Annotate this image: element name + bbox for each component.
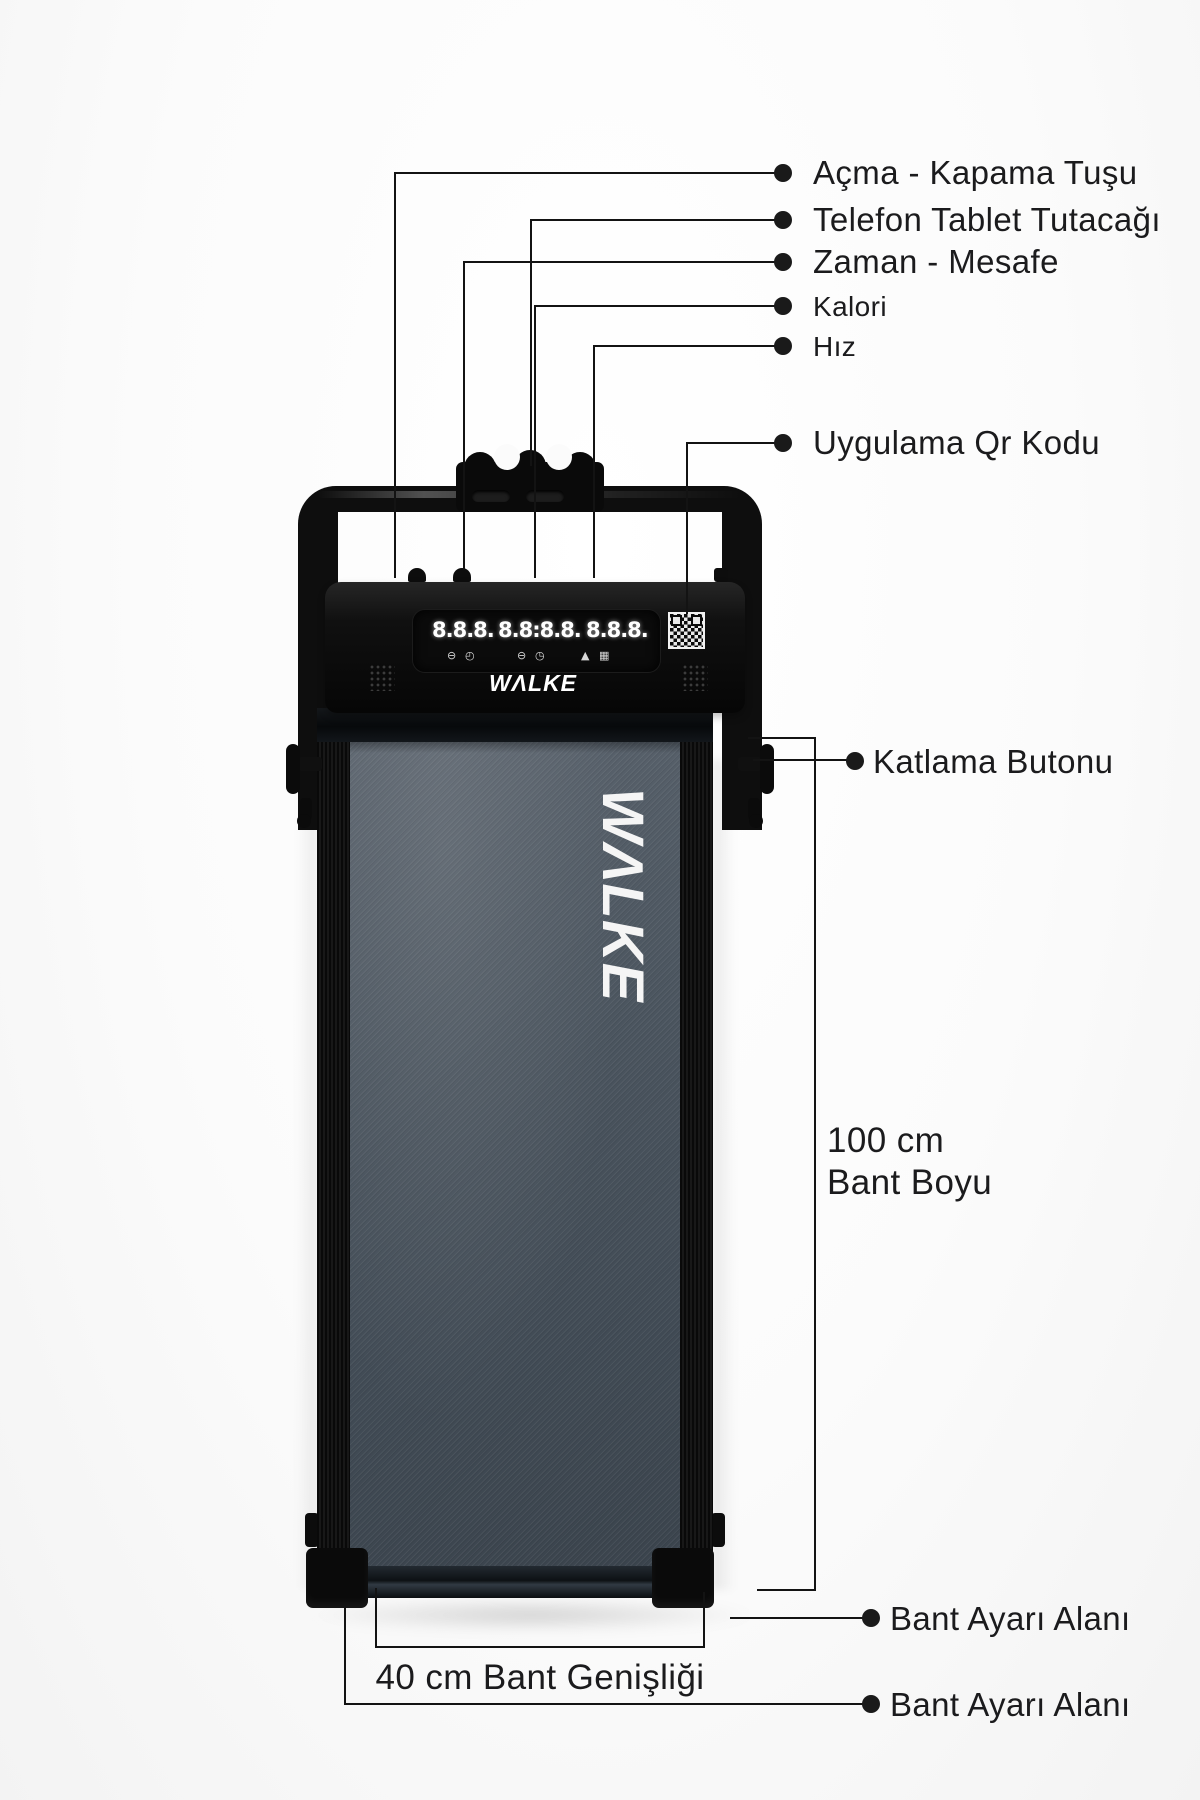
leader-belt-adjust-bottom-v	[344, 1605, 346, 1705]
right-fold-bolt-head	[749, 814, 763, 828]
leader-speed-v	[593, 345, 595, 578]
right-fold-knob	[760, 744, 774, 794]
belt-rear-roller	[353, 1566, 677, 1598]
leader-belt-adjust-right-h	[730, 1617, 863, 1619]
display-speed-digits: 8.8.8.	[586, 618, 649, 642]
display-time-distance-digits: 8.8:8.8.	[498, 618, 582, 642]
dot-belt-adjust-bottom	[862, 1695, 880, 1713]
leader-power-v	[394, 172, 396, 578]
leader-qr-h	[686, 442, 775, 444]
minus-circle-icon: ⊖	[517, 649, 527, 662]
leader-qr-v	[686, 442, 688, 614]
label-fold-button: Katlama Butonu	[873, 743, 1114, 780]
label-app-qr: Uygulama Qr Kodu	[813, 424, 1101, 461]
motor-cover	[317, 708, 713, 742]
leader-tablet-h	[530, 219, 775, 221]
label-belt-adjust-right: Bant Ayarı Alanı	[890, 1600, 1131, 1637]
minus-circle-icon: ⊖	[447, 649, 457, 662]
dim-width-right-tick	[703, 1592, 705, 1648]
dot-fold	[846, 752, 864, 770]
left-speaker-grille	[369, 664, 395, 691]
dim-length-top-tick	[748, 737, 816, 739]
tablet-holder-slot	[526, 490, 564, 502]
clock-icon: ◷	[535, 649, 545, 662]
tablet-holder-bump	[464, 452, 496, 484]
dim-length-bottom-tick	[757, 1589, 816, 1591]
tablet-holder-notch	[546, 444, 572, 470]
label-belt-width: 40 cm Bant Genişliği	[375, 1658, 705, 1697]
leader-belt-adjust-bottom-h	[344, 1703, 863, 1705]
belt-length-text: Bant Boyu	[827, 1163, 993, 1202]
dot-belt-adjust-right	[862, 1609, 880, 1627]
left-fold-bolt-head	[297, 814, 311, 828]
leader-fold-h	[753, 759, 847, 761]
label-time-distance: Zaman - Mesafe	[813, 243, 1059, 280]
dim-length-line	[814, 737, 816, 1591]
left-rail	[317, 735, 350, 1600]
leader-power-h	[394, 172, 775, 174]
led-display-panel	[413, 610, 660, 672]
leader-calories-h	[534, 305, 775, 307]
dot-speed	[774, 337, 792, 355]
belt-brand-logo: WΛLKE	[590, 788, 655, 1003]
left-fold-knob	[286, 744, 300, 794]
right-speaker-grille	[682, 664, 708, 691]
speed-gauge-icon: ◴	[465, 649, 475, 662]
label-calories: Kalori	[813, 291, 887, 322]
belt-length-value: 100 cm	[827, 1121, 945, 1160]
leader-time-distance-v	[463, 261, 465, 570]
label-speed: Hız	[813, 331, 857, 362]
dot-tablet	[774, 211, 792, 229]
power-button	[408, 568, 426, 582]
dim-width-line	[375, 1646, 705, 1648]
left-fold-knob-stem	[298, 757, 322, 771]
label-power: Açma - Kapama Tuşu	[813, 154, 1138, 191]
leader-speed-h	[593, 345, 775, 347]
label-belt-adjust-bottom: Bant Ayarı Alanı	[890, 1686, 1131, 1723]
label-belt-length: 100 cm Bant Boyu	[827, 1120, 992, 1204]
left-rear-foot	[306, 1548, 368, 1608]
rail-tab	[305, 1513, 319, 1547]
rail-tab	[711, 1513, 725, 1547]
leader-calories-v	[534, 305, 536, 578]
label-tablet-holder: Telefon Tablet Tutacağı	[813, 201, 1161, 238]
right-rail	[680, 735, 713, 1600]
mode-button	[453, 568, 471, 582]
tablet-holder-notch	[494, 444, 520, 470]
tablet-holder-slot	[472, 490, 510, 502]
dot-time-distance	[774, 253, 792, 271]
display-calorie-digits: 8.8.8.	[432, 618, 495, 642]
deck-shadow-left	[296, 760, 318, 1590]
calorie-drop-icon: ▲	[581, 649, 590, 662]
dot-qr	[774, 434, 792, 452]
leader-tablet-v	[530, 219, 532, 466]
console-brand-logo: WΛLKE	[488, 670, 578, 696]
deck-shadow-right	[712, 760, 736, 1590]
dim-width-left-tick	[375, 1588, 377, 1648]
distance-grid-icon: ▦	[599, 649, 610, 662]
leader-time-distance-h	[463, 261, 775, 263]
running-belt	[350, 737, 680, 1597]
dot-calories	[774, 297, 792, 315]
console-nub	[714, 568, 728, 582]
app-qr-code	[668, 612, 705, 649]
dot-power	[774, 164, 792, 182]
